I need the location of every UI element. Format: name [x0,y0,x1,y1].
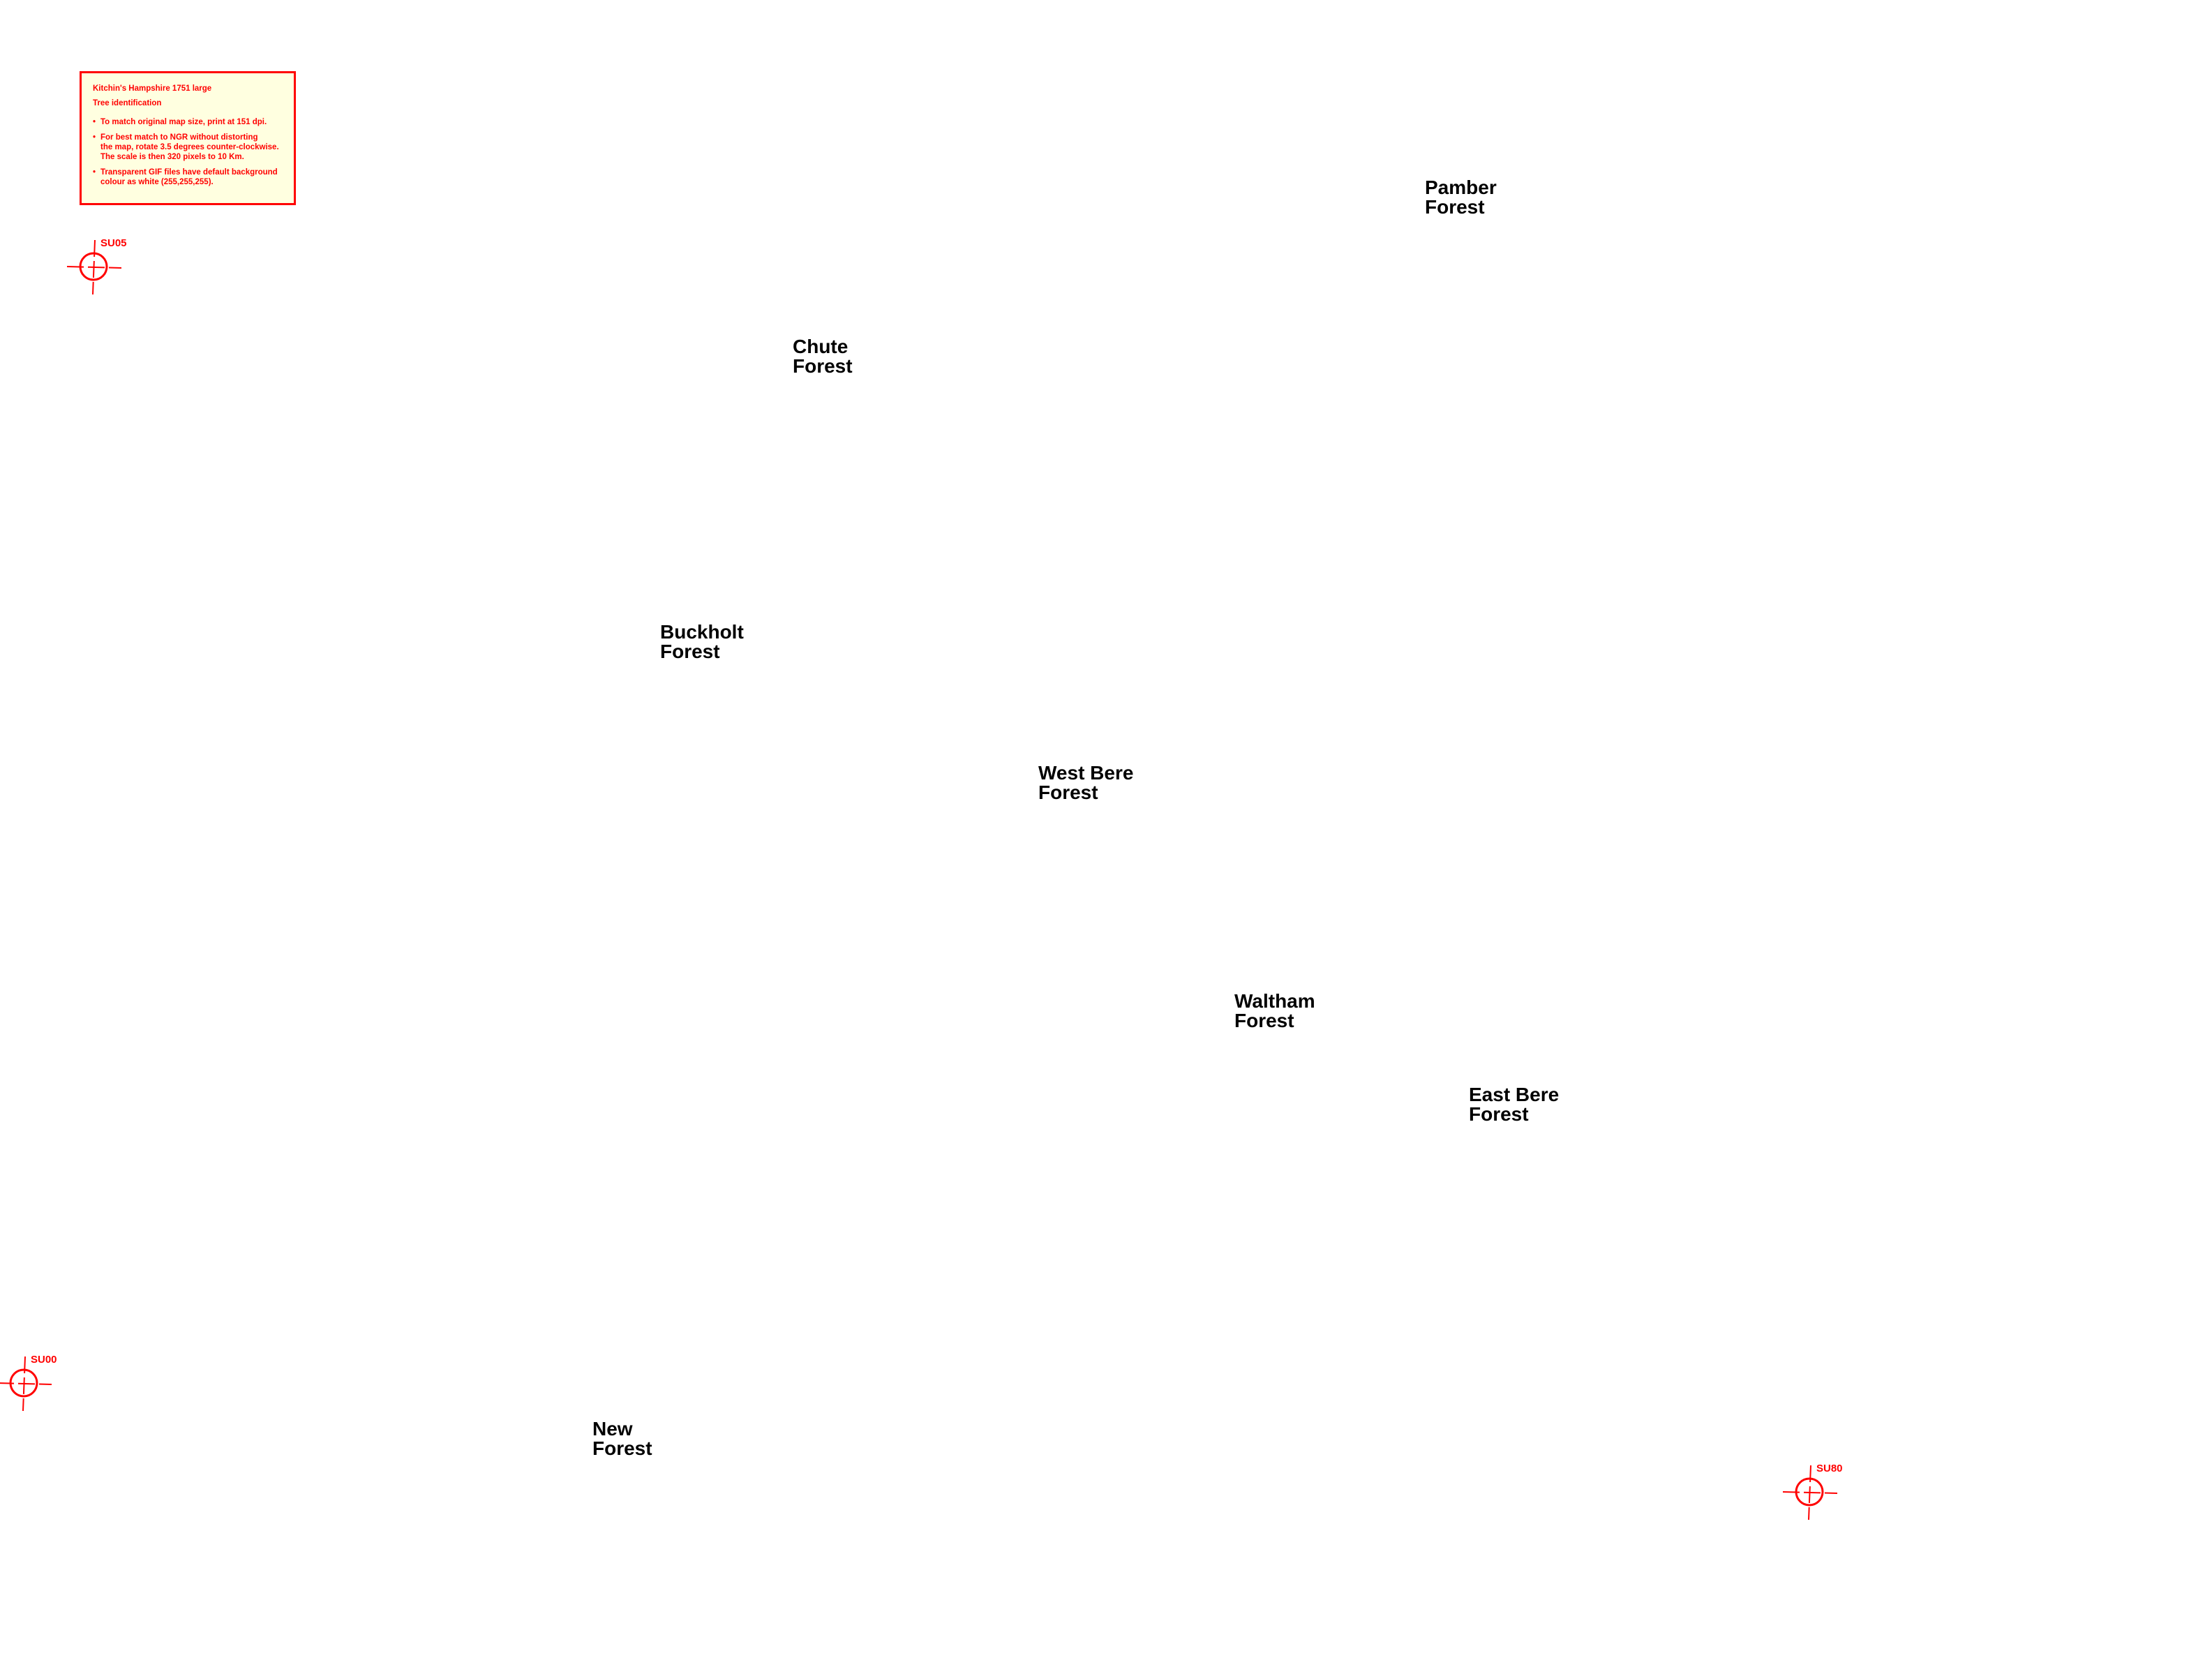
forest-name: Chute [793,336,849,357]
note-line: To match original map size, print at 151… [100,118,267,126]
grid-marker-label: SU00 [31,1354,57,1366]
forest-suffix: Forest [1425,196,1485,218]
note-line: Transparent GIF files have default backg… [100,168,278,177]
forest-suffix: Forest [592,1437,652,1459]
forest-suffix: Forest [660,641,720,662]
info-note: To match original map size, print at 151… [93,117,283,127]
grid-marker-label: SU80 [1816,1463,1843,1474]
note-line: For best match to NGR without distorting [100,133,258,142]
info-note: Transparent GIF files have default backg… [93,167,283,187]
info-box: Kitchin's Hampshire 1751 large Tree iden… [80,71,296,205]
note-line: colour as white (255,255,255). [100,178,214,186]
info-note: For best match to NGR without distorting… [93,133,283,162]
info-subtitle: Tree identification [93,99,162,107]
crosshair-icon [0,1356,52,1411]
info-notes: To match original map size, print at 151… [93,117,283,187]
forest-suffix: Forest [1038,782,1098,803]
info-title: Kitchin's Hampshire 1751 large [93,84,212,93]
forest-suffix: Forest [1234,1010,1294,1031]
forest-suffix: Forest [1469,1103,1529,1125]
grid-marker-su00: SU00 [0,1354,57,1411]
note-line: The scale is then 320 pixels to 10 Km. [100,153,244,161]
forest-name: Pamber [1425,177,1497,198]
forest-name: Waltham [1234,990,1315,1012]
forest-name: New [592,1418,633,1440]
forest-suffix: Forest [793,355,853,377]
crosshair-icon [66,239,121,294]
note-line: the map, rotate 3.5 degrees counter-cloc… [100,143,279,151]
crosshair-icon [1782,1465,1837,1520]
forest-name: West Bere [1038,762,1134,784]
forest-name: Buckholt [660,621,744,643]
grid-marker-su80: SU80 [1781,1463,1843,1520]
grid-marker-su05: SU05 [66,237,127,294]
grid-marker-label: SU05 [100,237,127,249]
forest-name: East Bere [1469,1084,1560,1105]
